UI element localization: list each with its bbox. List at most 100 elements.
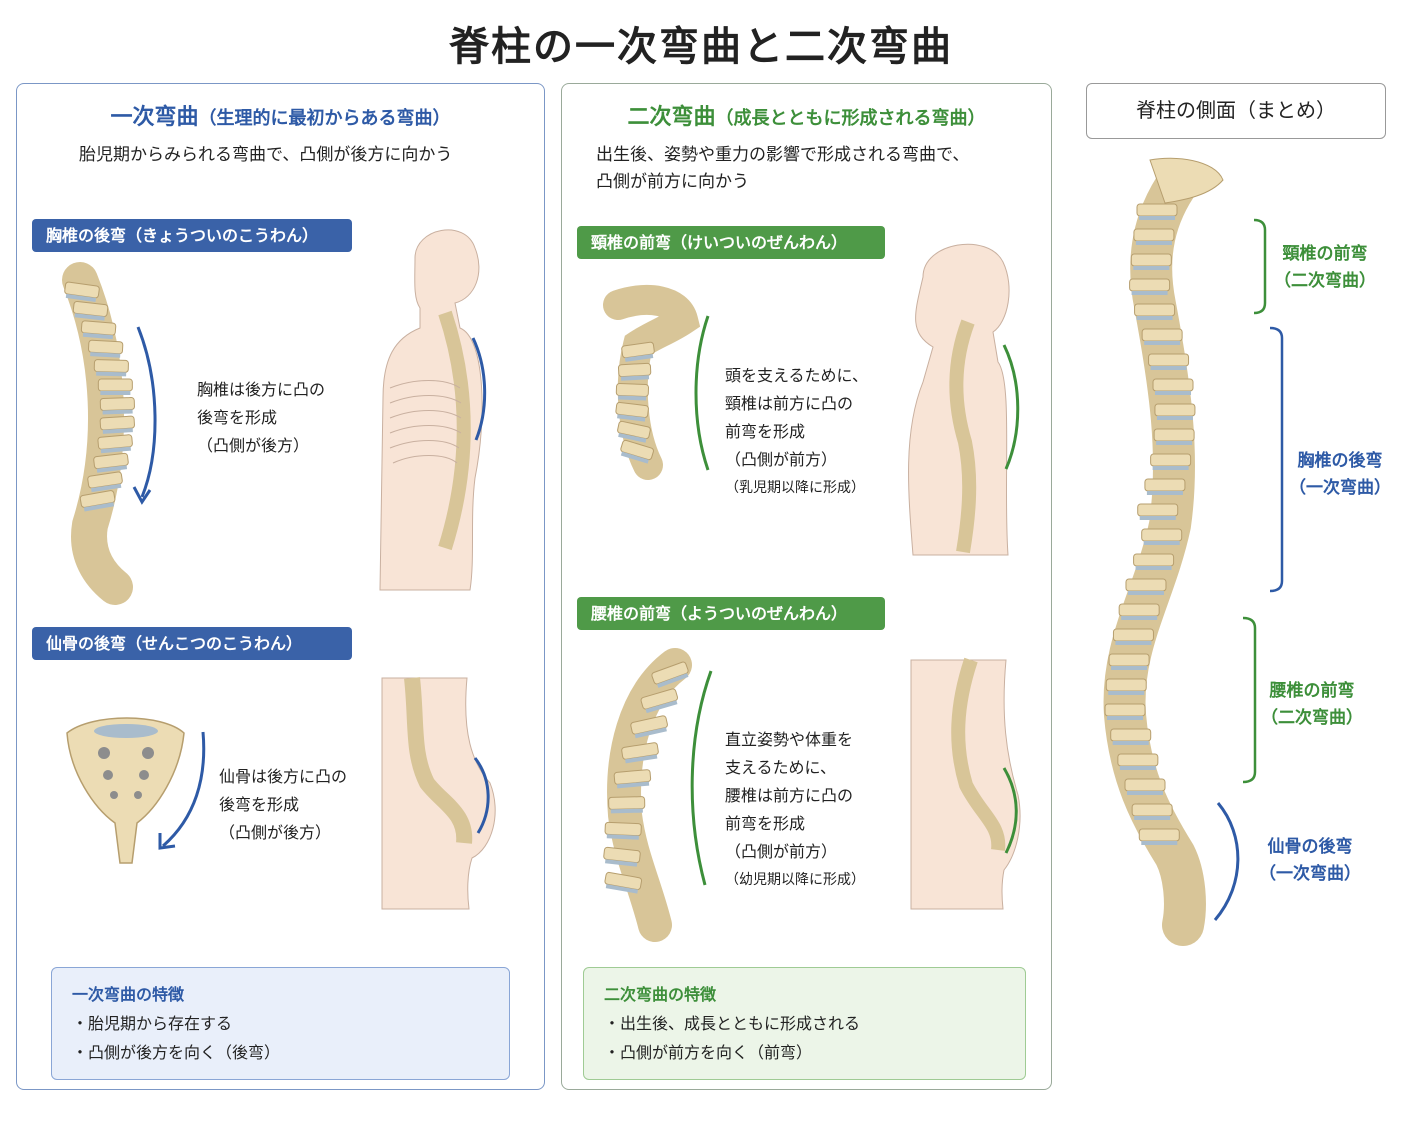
vertebra-shape — [1150, 453, 1192, 467]
disc-shape — [1133, 266, 1170, 270]
disc-shape — [90, 352, 121, 358]
disc-shape — [618, 432, 647, 443]
vertebra-shape — [1141, 328, 1183, 342]
cervical-spine-illustration — [603, 285, 701, 480]
disc-shape — [1111, 666, 1148, 670]
disc-shape — [1134, 816, 1171, 820]
vertebra-shape — [1108, 653, 1150, 667]
disc-shape — [96, 465, 128, 473]
sacral-curve-arrow — [158, 731, 206, 850]
disc-shape — [1112, 741, 1149, 745]
disc-shape — [1131, 291, 1168, 295]
disc-shape — [1155, 391, 1192, 395]
vertebra-shape — [1130, 253, 1172, 267]
disc-shape — [1119, 766, 1156, 770]
full-spine-illustration — [1103, 157, 1224, 946]
disc-shape — [83, 502, 115, 512]
disc-shape — [616, 781, 650, 789]
vertebra-shape — [1105, 678, 1147, 692]
disc-shape — [1115, 641, 1152, 645]
sacral-note-line: 後弯を形成 — [219, 795, 300, 814]
disc-shape — [65, 293, 97, 302]
vertebra-shape — [1141, 528, 1183, 542]
secondary-curve-panel: 二次弯曲（成長とともに形成される弯曲） 出生後、姿勢や重力の影響で形成される弯曲… — [561, 83, 1052, 1090]
disc-shape — [1121, 616, 1158, 620]
summary-title-box: 脊柱の側面（まとめ） — [1086, 83, 1386, 139]
disc-shape — [1107, 716, 1144, 720]
disc-shape — [96, 371, 127, 377]
vertebra-shape — [1153, 428, 1195, 442]
lumbar-note-line: 前弯を形成 — [725, 814, 806, 833]
lumbar-note-small: （幼児期以降に形成） — [725, 872, 865, 888]
vertebra-shape — [1134, 303, 1176, 317]
sacral-note: 仙骨は後方に凸の 後弯を形成 （凸側が後方） — [219, 763, 347, 847]
vertebra-shape — [617, 362, 652, 378]
secondary-feature-item: ・出生後、成長とともに形成される — [604, 1014, 861, 1033]
lumbar-note-line: 支えるために、 — [725, 758, 837, 777]
secondary-description-line: 出生後、姿勢や重力の影響で形成される弯曲で、 — [596, 145, 970, 165]
secondary-feature-item: ・凸側が前方を向く（前弯） — [604, 1043, 813, 1062]
vertebra-shape — [1133, 228, 1175, 242]
vertebra-shape — [97, 378, 133, 392]
sacrum-illustration — [66, 717, 185, 864]
primary-description: 胎児期からみられる弯曲で、凸側が後方に向かう — [79, 145, 453, 165]
disc-shape — [634, 727, 667, 739]
disc-shape — [1136, 316, 1173, 320]
vertebra-shape — [1148, 353, 1190, 367]
vertebra-shape — [1129, 278, 1171, 292]
vertebra-shape — [1152, 378, 1194, 392]
thoracic-note-line: （凸側が後方） — [197, 436, 310, 455]
lumbar-note-line: 腰椎は前方に凸の — [725, 786, 854, 805]
disc-shape — [657, 673, 689, 688]
cervical-lordosis-tag: 頸椎の前弯（けいついのぜんわん） — [577, 226, 885, 259]
lumbar-curve-arrow — [690, 670, 713, 886]
vertebra-shape — [1110, 728, 1152, 742]
cervical-body-curve-arrow — [1002, 344, 1020, 470]
thoracic-curve-arrow — [132, 326, 157, 505]
lumbar-note-line: 直立姿勢や体重を — [725, 730, 854, 749]
summary-label-lumbar: 腰椎の前弯 （二次弯曲） — [1252, 678, 1372, 732]
vertebra-shape — [1136, 203, 1178, 217]
summary-label-name: 胸椎の後弯 — [1297, 451, 1383, 471]
lumbar-spine-illustration — [603, 648, 692, 942]
lumbar-note: 直立姿勢や体重を 支えるために、 腰椎は前方に凸の 前弯を形成 （凸側が前方） … — [725, 726, 865, 894]
disc-shape — [1152, 466, 1189, 470]
vertebra-shape — [80, 320, 117, 336]
cervical-note-line: 頸椎は前方に凸の — [725, 394, 854, 413]
disc-shape — [100, 390, 131, 396]
vertebra-shape — [1137, 503, 1179, 517]
thoracic-spine-illustration — [62, 262, 135, 605]
disc-shape — [617, 414, 646, 422]
thoracic-note-line: 後弯を形成 — [197, 408, 278, 427]
vertebra-shape — [615, 383, 650, 397]
disc-shape — [1135, 566, 1172, 570]
disc-shape — [1144, 341, 1181, 345]
vertebra-shape — [1118, 603, 1160, 617]
vertebra-shape — [1154, 403, 1196, 417]
cervical-note-line: 頭を支えるために、 — [725, 366, 869, 385]
disc-shape — [1150, 366, 1187, 370]
primary-heading-main: 一次弯曲 — [110, 105, 199, 130]
vertebra-shape — [1131, 803, 1173, 817]
disc-shape — [74, 313, 105, 321]
primary-features-title: 一次弯曲の特徴 — [72, 985, 185, 1004]
cervical-note: 頭を支えるために、 頸椎は前方に凸の 前弯を形成 （凸側が前方） （乳児期以降に… — [725, 362, 868, 502]
secondary-features-title: 二次弯曲の特徴 — [604, 985, 717, 1004]
summary-label-name: 仙骨の後弯 — [1267, 837, 1353, 857]
disc-shape — [1127, 591, 1164, 595]
thoracic-body-curve-arrow — [471, 337, 487, 441]
lumbar-body-curve-arrow — [1002, 767, 1018, 854]
summary-label-type: （二次弯曲） — [1261, 708, 1363, 728]
primary-heading: 一次弯曲（生理的に最初からある弯曲） — [17, 99, 544, 131]
summary-label-type: （一次弯曲） — [1289, 478, 1391, 498]
disc-shape — [1141, 841, 1178, 845]
page-title: 脊柱の一次弯曲と二次弯曲 — [449, 24, 953, 70]
vertebra-shape — [1144, 478, 1186, 492]
primary-feature-item: ・凸側が後方を向く（後弯） — [72, 1043, 281, 1062]
sacral-note-line: 仙骨は後方に凸の — [219, 767, 348, 786]
cervical-note-small: （乳児期以降に形成） — [725, 480, 865, 496]
disc-shape — [645, 700, 678, 714]
vertebra-shape — [93, 359, 129, 373]
secondary-heading-main: 二次弯曲 — [627, 105, 716, 130]
thoracic-kyphosis-tag: 胸椎の後弯（きょうついのこうわん） — [32, 219, 352, 252]
